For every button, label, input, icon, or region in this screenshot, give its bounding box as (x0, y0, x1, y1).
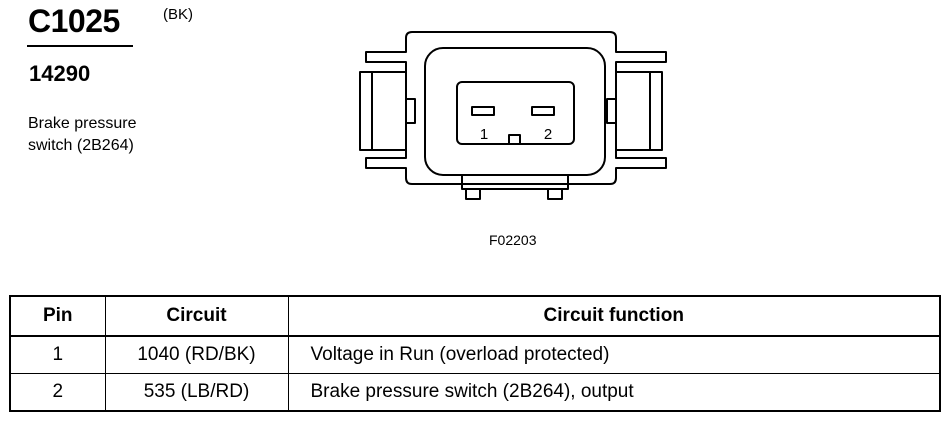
part-number: 14290 (29, 61, 91, 86)
table-row: 1 1040 (RD/BK) Voltage in Run (overload … (9, 335, 941, 374)
cell-circuit-function: Voltage in Run (overload protected) (287, 335, 941, 374)
table-header-row: Pin Circuit Circuit function (9, 295, 941, 337)
table-row: 2 535 (LB/RD) Brake pressure switch (2B2… (9, 373, 941, 412)
pin-label-1: 1 (480, 126, 488, 143)
title-underline (27, 45, 133, 47)
left-foot (465, 188, 481, 200)
left-latch (359, 71, 407, 151)
cell-pin: 2 (9, 373, 106, 412)
pin-2-slot (531, 106, 555, 116)
pin-label-2: 2 (544, 126, 552, 143)
component-description-line1: Brake pressure (28, 115, 137, 132)
header-circuit: Circuit (104, 295, 289, 337)
cell-circuit-function: Brake pressure switch (2B264), output (287, 373, 941, 412)
header-pin: Pin (9, 295, 106, 337)
header-circuit-function: Circuit function (287, 295, 941, 337)
terminal-window (456, 81, 575, 145)
color-code: (BK) (163, 6, 193, 23)
pin-1-slot (471, 106, 495, 116)
cell-pin: 1 (9, 335, 106, 374)
key-notch (508, 134, 521, 144)
cell-circuit: 1040 (RD/BK) (104, 335, 289, 374)
figure-id: F02203 (489, 232, 537, 248)
connector-id: C1025 (28, 3, 120, 39)
left-latch-nub (405, 98, 416, 124)
right-foot (547, 188, 563, 200)
cell-circuit: 535 (LB/RD) (104, 373, 289, 412)
connector-face-drawing: 1 2 (359, 31, 667, 200)
right-latch-nub (606, 98, 617, 124)
pinout-table: Pin Circuit Circuit function 1 1040 (RD/… (9, 295, 941, 412)
right-latch (615, 71, 663, 151)
component-description-line2: switch (2B264) (28, 137, 134, 154)
